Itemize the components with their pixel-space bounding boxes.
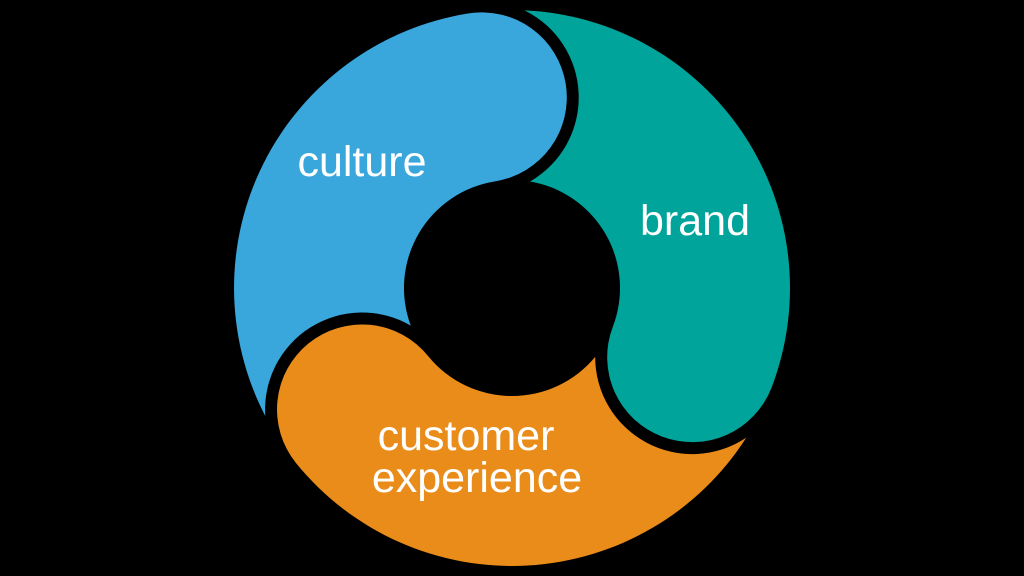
label-brand: brand: [640, 197, 750, 245]
label-customer-experience-line2: experience: [372, 454, 582, 502]
label-customer-experience-line1: customer: [378, 412, 555, 460]
label-culture: culture: [297, 138, 426, 186]
